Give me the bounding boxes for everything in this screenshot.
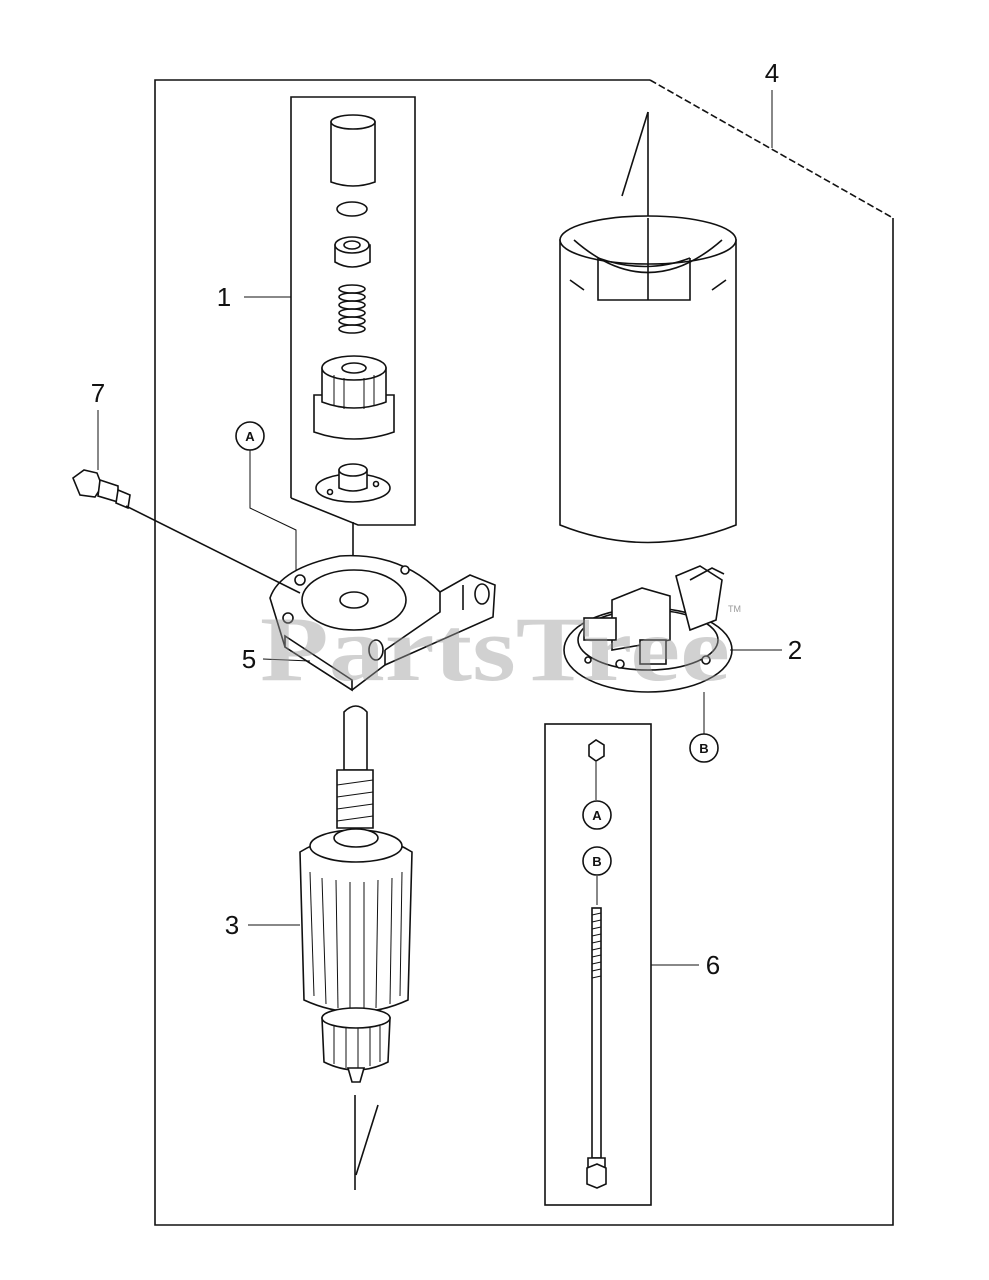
assembly-boundary-diagonal — [649, 79, 894, 219]
callout-7: 7 — [91, 378, 105, 408]
mounting-bolt — [72, 469, 301, 594]
ref-a-top-label: A — [245, 429, 255, 444]
axis-line-lower-b — [355, 1104, 379, 1176]
callout-2: 2 — [788, 635, 802, 665]
watermark-trademark: TM — [728, 604, 741, 614]
callout-4: 4 — [765, 58, 779, 88]
ref-b-kit-label: B — [592, 854, 601, 869]
callout-leader-5 — [262, 658, 311, 662]
through-bolt — [586, 907, 607, 1189]
kit-1-box — [290, 96, 416, 526]
drive-hub — [315, 463, 391, 503]
armature — [299, 705, 413, 1083]
ref-b-right: B — [689, 692, 719, 763]
ref-a-kit-label: A — [592, 808, 602, 823]
callout-6: 6 — [706, 950, 720, 980]
ref-a-top: A — [235, 421, 297, 570]
snap-ring — [336, 201, 368, 217]
ref-b-right-label: B — [699, 741, 708, 756]
brush-end-plate — [563, 565, 733, 693]
stop-collar — [334, 236, 371, 268]
ref-a-kit: A — [582, 800, 612, 830]
partstree-watermark: PartsTree — [260, 598, 730, 700]
callout-5: 5 — [242, 644, 256, 674]
pinion-cap — [330, 114, 376, 187]
frame-housing — [559, 111, 737, 544]
callout-1: 1 — [217, 282, 231, 312]
drive-end-cap — [269, 554, 496, 692]
anti-drift-spring — [338, 284, 366, 334]
callout-3: 3 — [225, 910, 239, 940]
kit-6-nut — [588, 739, 605, 800]
ref-b-kit: B — [582, 846, 612, 905]
assembly-boundary — [154, 79, 894, 1226]
drive-pinion-gear — [313, 355, 395, 440]
